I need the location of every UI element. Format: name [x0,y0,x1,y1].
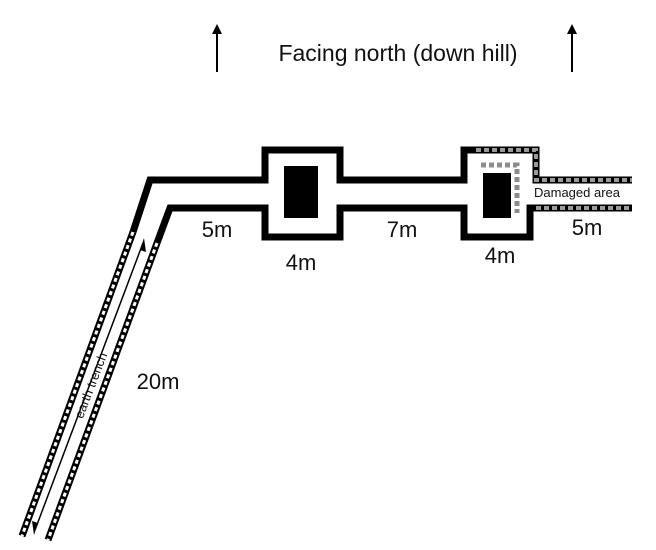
label-damaged-area: Damaged area [534,185,621,200]
label-left-chamber-width: 4m [286,250,317,275]
label-right-chamber-width: 4m [485,243,516,268]
label-right-segment-length: 5m [572,215,603,240]
damaged-wall [476,146,632,213]
trench-wall-black [129,146,536,245]
earth-trench [18,230,161,542]
left-chamber-block [284,166,318,218]
right-chamber-block [483,173,511,218]
north-arrow-right-icon [567,24,577,72]
north-arrow-left-icon [212,24,222,72]
heading-facing-north: Facing north (down hill) [278,40,517,66]
label-left-segment-length: 5m [202,217,233,242]
trench-dimension-arrow-icon [32,238,146,535]
label-middle-segment-length: 7m [387,217,418,242]
label-trench-length: 20m [137,369,180,394]
